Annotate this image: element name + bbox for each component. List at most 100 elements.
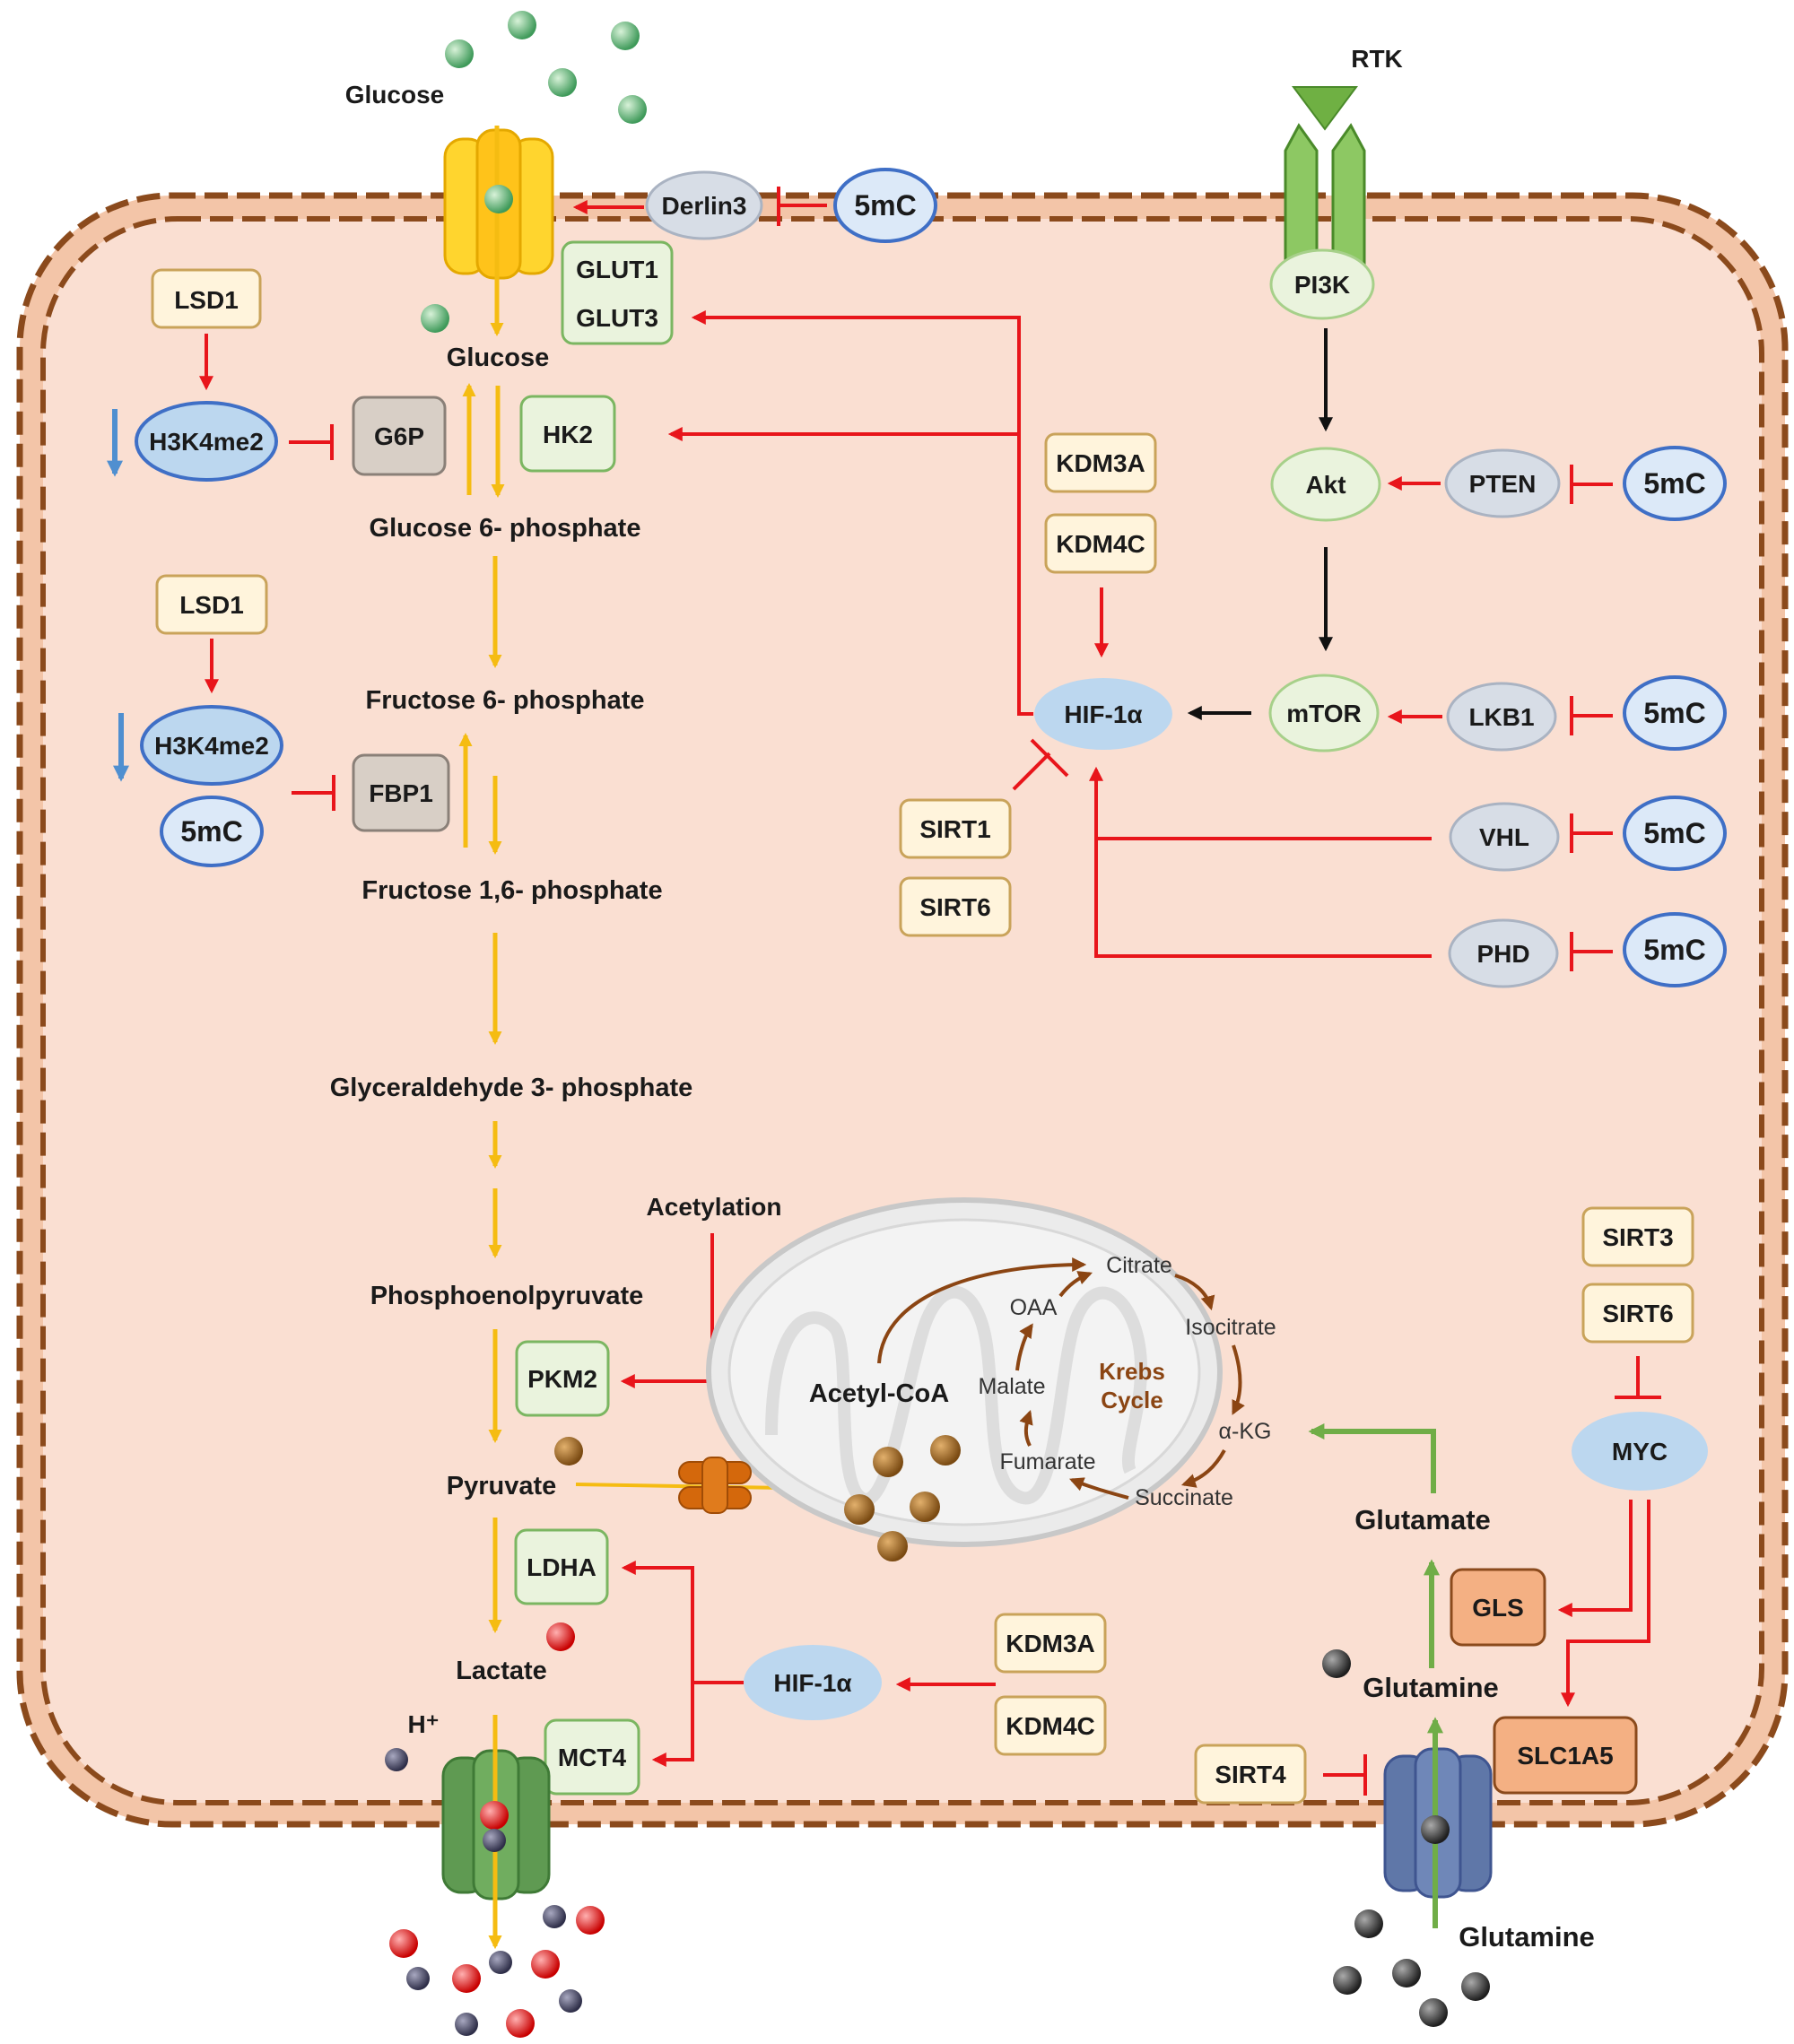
acetylation-label: Acetylation	[647, 1193, 782, 1221]
rtk-receptor: RTK	[1284, 45, 1403, 271]
hif1a-top-node: HIF-1α	[1034, 678, 1172, 750]
inhibit-glutamine-transport	[1323, 1754, 1367, 1796]
glut3-label: GLUT3	[576, 304, 658, 332]
svg-text:α-KG: α-KG	[1219, 1419, 1272, 1444]
f16p-label: Fructose 1,6- phosphate	[361, 876, 662, 905]
lsd1-box-bottom: LSD1	[155, 574, 268, 635]
glut-box: GLUT1 GLUT3	[561, 240, 674, 345]
sirt6-right-box: SIRT6	[1581, 1283, 1694, 1344]
proton	[483, 1829, 506, 1852]
glucose-transporter	[443, 126, 554, 336]
krebs-cycle: Acetyl-CoA Citrate Isocitrate α-KG Succi…	[809, 1253, 1276, 1510]
svg-text:5mC: 5mC	[1643, 934, 1705, 966]
glut1-label: GLUT1	[576, 256, 658, 283]
glycolysis-pathway: Glucose Glucose 6- phosphate Fructose 6-…	[330, 344, 837, 1949]
lactate-molecule	[546, 1622, 575, 1651]
extracellular-glutamine: Glutamine	[1333, 1909, 1595, 2027]
svg-text:LSD1: LSD1	[179, 591, 244, 619]
cristae	[765, 1285, 1148, 1506]
g6p-box: G6P	[352, 396, 447, 476]
svg-text:RTK: RTK	[1351, 45, 1403, 73]
acetyl-coa-label: Acetyl-CoA	[809, 1379, 949, 1408]
svg-text:GLS: GLS	[1472, 1594, 1524, 1622]
inhibit-myc	[1615, 1356, 1661, 1399]
svg-text:G6P: G6P	[374, 422, 424, 450]
gls-box: GLS	[1450, 1568, 1546, 1647]
inhibit-pten	[1570, 465, 1613, 504]
svg-text:SIRT6: SIRT6	[919, 893, 990, 921]
kdm3a-top: KDM3A	[1044, 432, 1157, 493]
svg-text:LSD1: LSD1	[174, 286, 239, 314]
mct4-transporter	[441, 1731, 551, 1949]
slc1a5-box: SLC1A5	[1493, 1716, 1638, 1795]
svg-text:Akt: Akt	[1305, 471, 1346, 499]
phd-node: PHD	[1448, 918, 1559, 988]
sirt3-box: SIRT3	[1581, 1206, 1694, 1267]
5mc-derlin3: 5mC	[833, 168, 937, 243]
sirt6-left-box: SIRT6	[899, 876, 1012, 937]
inhibit-hif1a-sirt	[1012, 738, 1069, 791]
g6p-label: Glucose 6- phosphate	[370, 514, 641, 543]
5mc-phd: 5mC	[1623, 912, 1727, 987]
svg-text:HIF-1α: HIF-1α	[773, 1669, 851, 1697]
svg-text:KDM3A: KDM3A	[1056, 449, 1145, 477]
5mc-pten: 5mC	[1623, 446, 1727, 521]
inhibit-phd	[1570, 932, 1613, 971]
glutamine-inner-label: Glutamine	[1363, 1672, 1499, 1703]
mitochondrion	[706, 1197, 1223, 1561]
exported-lactate-protons	[389, 1905, 605, 2038]
svg-text:Fumarate: Fumarate	[1000, 1449, 1096, 1474]
inhibit-derlin3	[777, 187, 827, 226]
svg-text:Succinate: Succinate	[1135, 1485, 1233, 1510]
pep-label: Phosphoenolpyruvate	[370, 1282, 644, 1310]
kdm4c-bottom: KDM4C	[994, 1695, 1107, 1756]
svg-text:SIRT6: SIRT6	[1602, 1300, 1673, 1327]
glutamine-outer-label: Glutamine	[1459, 1921, 1595, 1953]
ldha-box: LDHA	[514, 1528, 609, 1605]
svg-text:5mC: 5mC	[1643, 817, 1705, 849]
cell	[16, 192, 1789, 1828]
pi3k-node: PI3K	[1269, 248, 1375, 320]
pkm2-box: PKM2	[515, 1340, 610, 1417]
svg-text:H3K4me2: H3K4me2	[149, 428, 264, 456]
svg-text:PKM2: PKM2	[527, 1365, 597, 1393]
svg-text:SIRT1: SIRT1	[919, 815, 990, 843]
svg-text:KDM4C: KDM4C	[1056, 530, 1145, 558]
mtor-node: mTOR	[1268, 674, 1380, 752]
glutamate-label: Glutamate	[1354, 1504, 1491, 1535]
svg-text:Cycle: Cycle	[1101, 1387, 1163, 1413]
vhl-node: VHL	[1449, 802, 1560, 872]
hif1a-bottom-node: HIF-1α	[744, 1645, 882, 1720]
svg-text:5mC: 5mC	[1643, 467, 1705, 500]
glucose-molecule	[445, 39, 474, 68]
mct4-box: MCT4	[544, 1718, 640, 1796]
mitochondrial-pyruvate-carrier	[678, 1457, 752, 1514]
lkb1-node: LKB1	[1446, 682, 1557, 752]
glucose-molecule	[618, 95, 647, 124]
h3k4me2-bottom: H3K4me2	[140, 705, 283, 786]
svg-text:OAA: OAA	[1010, 1295, 1058, 1320]
svg-text:PI3K: PI3K	[1294, 271, 1350, 299]
glutamine-molecule	[1421, 1815, 1450, 1844]
inhibit-lkb1	[1570, 696, 1613, 735]
hif1a-to-glut	[691, 310, 1033, 716]
extracellular-glucose: Glucose	[345, 11, 647, 333]
glutamine-transporter	[1383, 1717, 1493, 1928]
sirt1-box: SIRT1	[899, 798, 1012, 859]
myc-node: MYC	[1572, 1412, 1708, 1491]
cytoplasm	[43, 219, 1762, 1803]
f6p-label: Fructose 6- phosphate	[366, 686, 645, 715]
pten-node: PTEN	[1444, 448, 1561, 518]
svg-text:HIF-1α: HIF-1α	[1064, 700, 1142, 728]
lactate-molecule	[480, 1801, 509, 1830]
glucose-molecule	[421, 304, 449, 333]
5mc-fbp1: 5mC	[160, 796, 264, 867]
glucose-molecule	[508, 11, 536, 39]
svg-text:mTOR: mTOR	[1286, 700, 1362, 727]
glucose-molecule	[484, 185, 513, 213]
svg-text:LKB1: LKB1	[1468, 703, 1534, 731]
svg-text:MCT4: MCT4	[558, 1744, 627, 1771]
glucose-label: Glucose	[447, 344, 549, 372]
svg-text:VHL: VHL	[1479, 823, 1529, 851]
svg-text:KDM3A: KDM3A	[1006, 1630, 1095, 1657]
